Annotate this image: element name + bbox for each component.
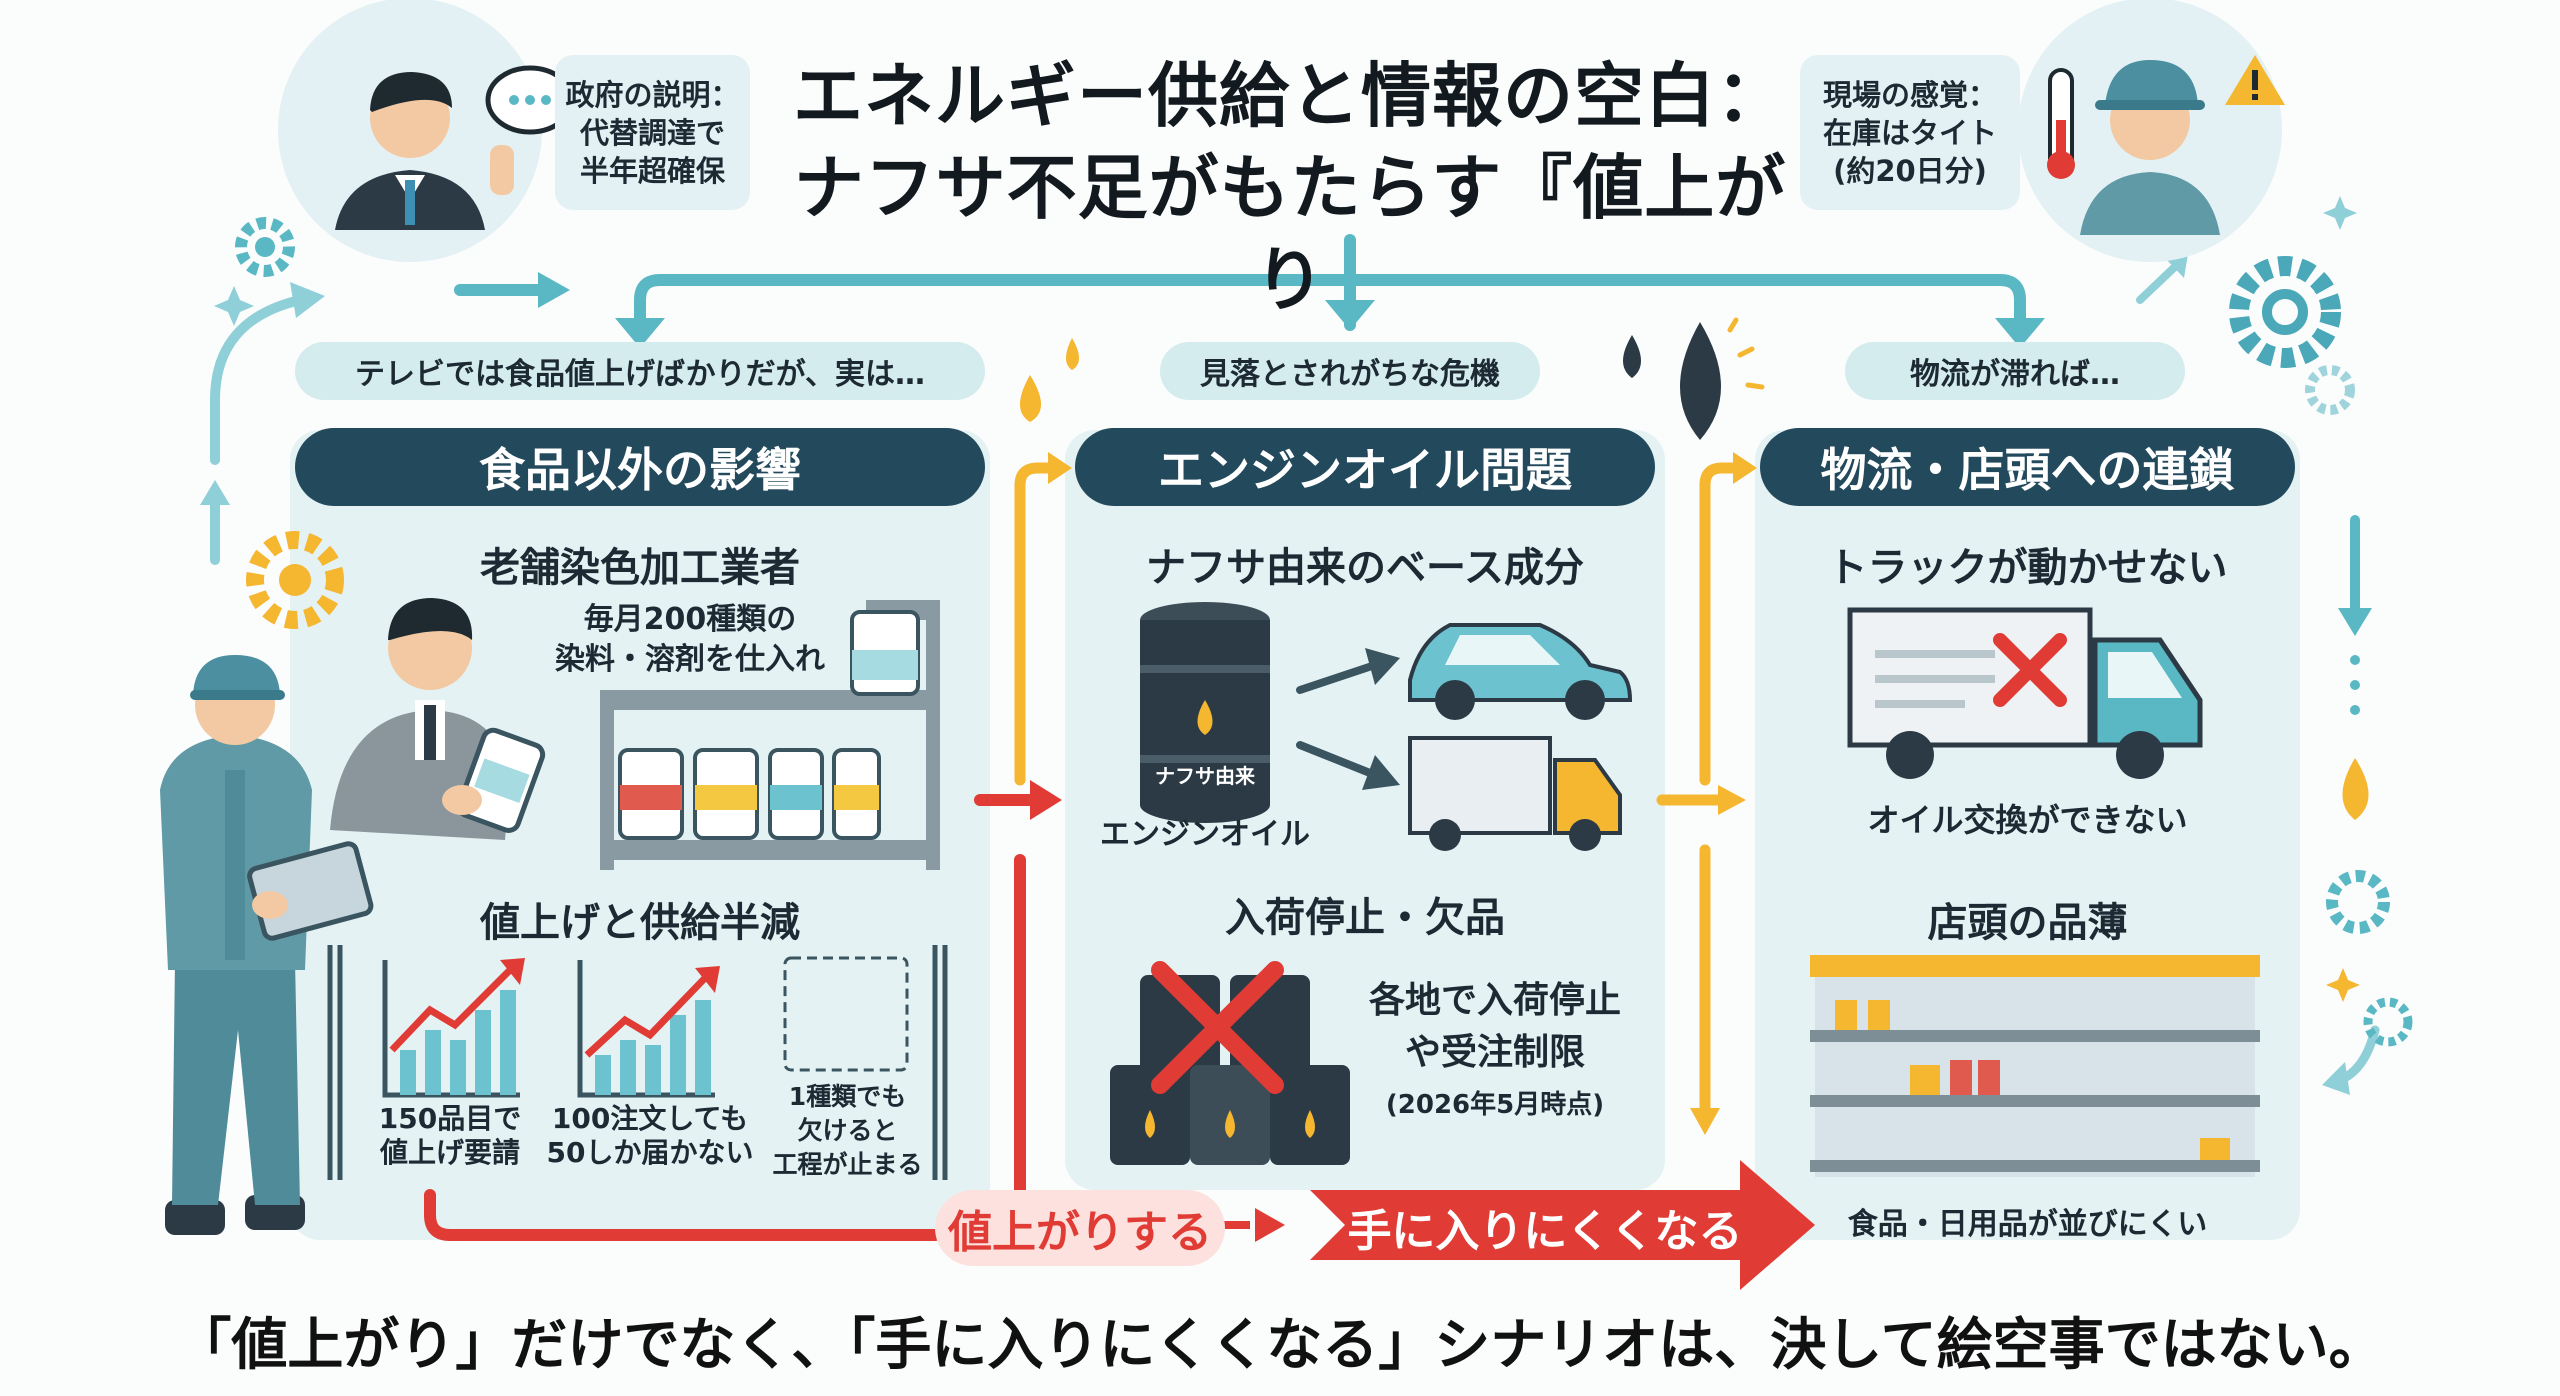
gear-icon: [235, 217, 2413, 1047]
barrel-label: ナフサ由来: [1155, 764, 1255, 788]
stop-date: (2026年5月時点): [1385, 1090, 1605, 1120]
field-line2: 在庫はタイト: [1822, 115, 1997, 150]
oil-barrel-illustration: [1140, 602, 1270, 823]
buy-line2: 染料・溶剤を仕入れ: [555, 642, 825, 677]
mid-sub2: 入荷停止・欠品: [1225, 895, 1505, 941]
chart-icon-price-up-2: [577, 960, 720, 1098]
stopped-truck-icon: [1847, 607, 2203, 779]
worker-with-tablet: [160, 655, 374, 1235]
left-sub1: 老舗染色加工業者: [480, 545, 800, 591]
c2-line1: 100注文しても: [551, 1102, 749, 1135]
right-intro-pill: 物流が滞れば…: [1845, 342, 2185, 400]
price-up-pill: 値上がりする: [935, 1190, 1225, 1266]
stop-line1: 各地で入荷停止: [1368, 980, 1621, 1021]
buy-line1: 毎月200種類の: [583, 602, 797, 637]
empty-store-shelves: [1810, 955, 2260, 1177]
stop-text: 各地で入荷停止 や受注制限 (2026年5月時点): [1330, 975, 1660, 1131]
page-title: エネルギー供給と情報の空白： ナフサ不足がもたらす『値上がり: [785, 50, 1795, 326]
gov-line2: 代替調達で: [579, 115, 725, 150]
title-line2: ナフサ不足がもたらす『値上がり: [793, 147, 1787, 321]
shelf-caption: 食品・日用品が並びにくい: [1847, 1207, 2208, 1242]
left-buy-text: 毎月200種類の 染料・溶剤を仕入れ: [540, 600, 840, 680]
oil-change-text: オイル交換ができない: [1867, 801, 2188, 839]
yellow-flow-arrows: [1014, 462, 1741, 1116]
stop-line2: や受注制限: [1404, 1032, 1585, 1073]
hard-to-get-label: 手に入りにくくなる: [1347, 1206, 1743, 1257]
c3-line3: 工程が止まる: [772, 1150, 923, 1179]
field-line1: 現場の感覚：: [1822, 77, 1997, 112]
c3-line1: 1種類でも: [788, 1082, 907, 1111]
top-flow-arrowheads: [615, 300, 2045, 348]
field-line3: (約20日分): [1833, 153, 1987, 188]
arrow-curve-left: [210, 295, 305, 565]
mid-intro-pill: 見落とされがちな危機: [1160, 342, 1540, 400]
mid-truck-icon: [1408, 736, 1622, 851]
arrows-right-side: [2136, 254, 2380, 1095]
arrow-top-left: [454, 272, 570, 308]
c2-line2: 50しか届かない: [546, 1136, 754, 1169]
oil-drop-icon: [1020, 317, 2369, 820]
chart1-caption: 150品目で 値上げ要請: [360, 1102, 540, 1170]
bracket-lines: [327, 945, 948, 1180]
dyer-with-shelf: [330, 598, 940, 870]
right-sub1: トラックが動かせない: [1827, 545, 2228, 591]
car-icon: [1408, 623, 1633, 720]
c1-line1: 150品目で: [378, 1102, 522, 1135]
field-worker-avatar: [2018, 0, 2285, 262]
field-feeling-bubble: 現場の感覚： 在庫はタイト (約20日分): [1800, 55, 2020, 210]
price-flow-arrows: [424, 780, 1815, 1290]
missing-item-icon: [783, 956, 909, 1072]
c3-line2: 欠けると: [797, 1116, 898, 1145]
mid-header: エンジンオイル問題: [1075, 428, 1655, 506]
stacked-barrels-out-of-stock: [1110, 961, 1350, 1165]
right-sub2: 店頭の品薄: [1927, 900, 2128, 946]
gov-official-avatar: [278, 0, 575, 262]
left-header: 食品以外の影響: [295, 428, 985, 506]
engine-oil-label: エンジンオイル: [1100, 817, 1310, 852]
chart2-caption: 100注文しても 50しか届かない: [540, 1102, 760, 1170]
left-sub2: 値上げと供給半減: [480, 900, 800, 946]
arrows-to-vehicles: [1296, 661, 1379, 779]
chart3-caption: 1種類でも 欠けると 工程が止まる: [760, 1080, 935, 1182]
left-intro-pill: テレビでは食品値上げばかりだが、実は…: [295, 342, 985, 400]
sparkle-icon: [214, 196, 2360, 1002]
chart-icon-price-up-1: [382, 958, 525, 1098]
gov-line1: 政府の説明：: [565, 77, 740, 112]
c1-line2: 値上げ要請: [379, 1136, 520, 1169]
footer-caption: 「値上がり」だけでなく、「手に入りにくくなる」シナリオは、決して絵空事ではない。: [175, 1313, 2385, 1378]
gov-line3: 半年超確保: [579, 153, 725, 188]
right-header: 物流・店頭への連鎖: [1760, 428, 2295, 506]
gov-explanation-bubble: 政府の説明： 代替調達で 半年超確保: [555, 55, 750, 210]
title-line1: エネルギー供給と情報の空白：: [793, 55, 1787, 137]
mid-sub1: ナフサ由来のベース成分: [1146, 545, 1584, 591]
